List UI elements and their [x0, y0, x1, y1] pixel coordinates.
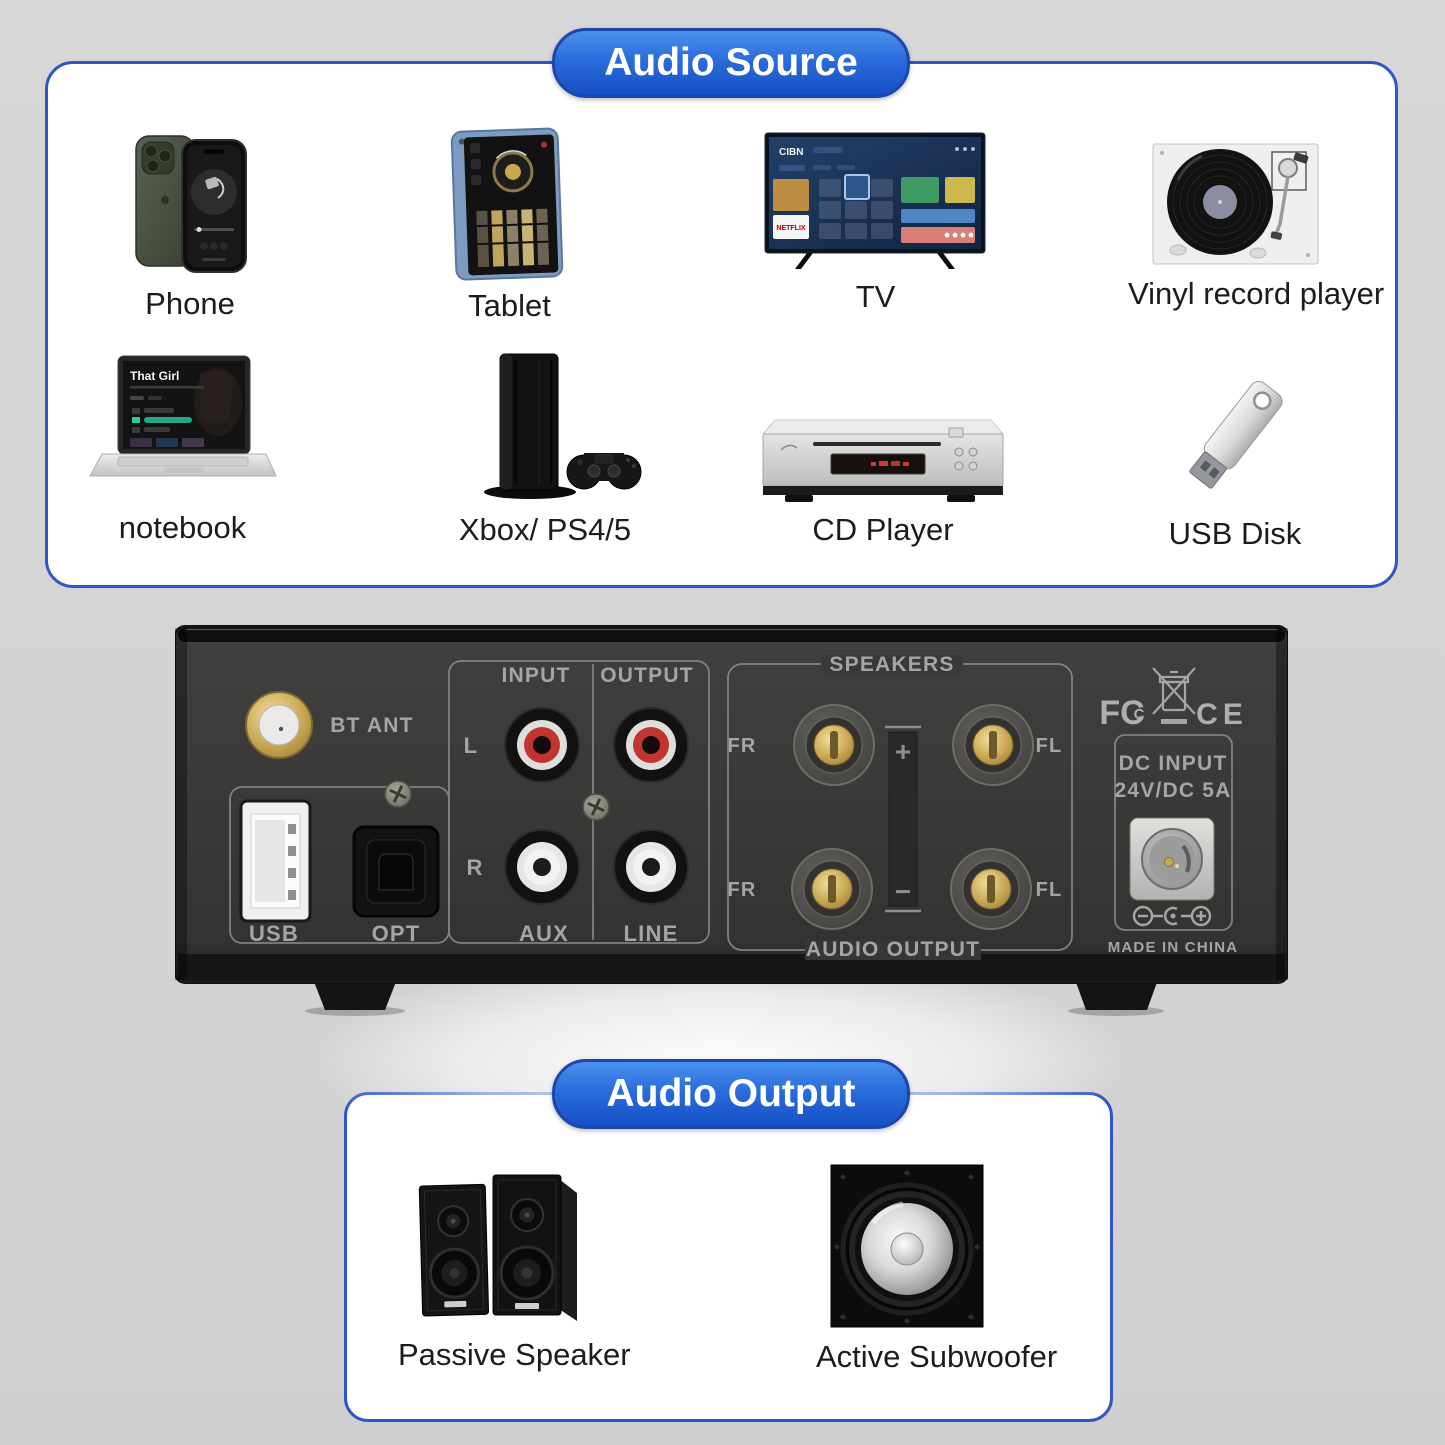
dc-input-label-1: DC INPUT — [1119, 752, 1228, 775]
source-label-tv: TV — [855, 279, 896, 314]
dc-input-label-2: 24V/DC 5A — [1114, 779, 1231, 802]
made-in-china-label: MADE IN CHINA — [1108, 939, 1239, 956]
active-subwoofer-icon — [830, 1164, 984, 1328]
tv-brand-text: CIBN — [779, 147, 803, 158]
tablet-icon — [450, 127, 564, 281]
source-label-console: Xbox/ PS4/5 — [458, 512, 632, 547]
source-item-tablet: Tablet — [422, 124, 597, 324]
left-channel-label: L — [464, 733, 479, 758]
tv-icon: CIBN NETFLIX — [764, 132, 985, 269]
panel-screw — [384, 780, 610, 821]
weee-icon — [1152, 667, 1196, 724]
polarity-bar — [885, 725, 921, 913]
source-item-vinyl: Vinyl record player — [1128, 140, 1385, 312]
notebook-screen-title: That Girl — [130, 369, 179, 383]
ce-logo: CE — [1196, 698, 1248, 731]
fr-top-label: FR — [727, 735, 756, 757]
source-label-usb: USB Disk — [1168, 516, 1302, 551]
game-console-icon — [483, 353, 641, 499]
source-item-notebook: That Girl notebook — [85, 354, 280, 546]
source-item-console: Xbox/ PS4/5 — [430, 350, 660, 548]
plus-label: + — [895, 736, 911, 767]
cd-player-icon — [761, 419, 1004, 502]
speaker-binding-posts — [791, 704, 1034, 930]
output-header-label: OUTPUT — [600, 664, 694, 687]
bt-antenna-connector — [245, 691, 313, 759]
usb-drive-icon — [1188, 380, 1283, 489]
source-item-tv: CIBN NETFLIX TV — [758, 131, 993, 315]
line-label: LINE — [624, 921, 679, 946]
fr-bottom-label: FR — [727, 879, 756, 901]
output-label-passive-speaker: Passive Speaker — [398, 1337, 631, 1372]
output-label-active-subwoofer: Active Subwoofer — [816, 1339, 1058, 1374]
audio-source-title: Audio Source — [604, 41, 858, 84]
source-label-tablet: Tablet — [468, 288, 551, 323]
dc-input-jack — [1129, 817, 1215, 901]
source-label-phone: Phone — [145, 286, 235, 321]
audio-output-header: Audio Output — [552, 1059, 910, 1129]
tv-app-text: NETFLIX — [776, 225, 805, 232]
amplifier-rear-panel: BT ANT INPUT OUTPUT L R USB OPT AUX LINE… — [174, 624, 1289, 1016]
dc-polarity-icon — [1132, 905, 1212, 927]
passive-speaker-icon — [418, 1174, 577, 1321]
rca-aux-left-jack — [504, 707, 580, 783]
rca-line-out-left-jack — [613, 707, 689, 783]
source-label-notebook: notebook — [118, 510, 247, 545]
input-header-label: INPUT — [502, 664, 571, 687]
source-item-cd: CD Player — [748, 404, 1018, 548]
fl-bottom-label: FL — [1036, 879, 1063, 901]
source-label-vinyl: Vinyl record player — [1128, 276, 1385, 311]
aux-label: AUX — [519, 921, 569, 946]
rca-line-out-right-jack — [613, 829, 689, 905]
source-item-phone: Phone — [105, 130, 275, 322]
minus-label: − — [895, 876, 911, 907]
source-item-usb: USB Disk — [1150, 358, 1320, 552]
speakers-header-label: SPEAKERS — [829, 653, 954, 676]
fl-top-label: FL — [1036, 735, 1063, 757]
audio-source-header: Audio Source — [552, 28, 910, 98]
source-label-cd: CD Player — [812, 512, 954, 547]
phone-icon — [135, 135, 247, 273]
opt-label: OPT — [372, 921, 421, 946]
usb-label: USB — [249, 921, 299, 946]
output-item-active-subwoofer: Active Subwoofer — [816, 1161, 1058, 1375]
right-channel-label: R — [466, 855, 483, 880]
output-item-passive-speaker: Passive Speaker — [398, 1163, 631, 1373]
fcc-logo: FC — [1099, 694, 1144, 732]
usb-port — [239, 799, 312, 923]
bt-ant-label: BT ANT — [330, 714, 413, 737]
turntable-icon — [1152, 143, 1319, 265]
laptop-icon: That Girl — [88, 355, 277, 477]
audio-output-title: Audio Output — [606, 1072, 856, 1115]
rca-aux-right-jack — [504, 829, 580, 905]
fcc-logo-inner: C — [1134, 706, 1145, 723]
optical-port — [352, 825, 440, 918]
gamepad-icon — [566, 453, 641, 490]
audio-output-panel-label: AUDIO OUTPUT — [806, 938, 980, 961]
